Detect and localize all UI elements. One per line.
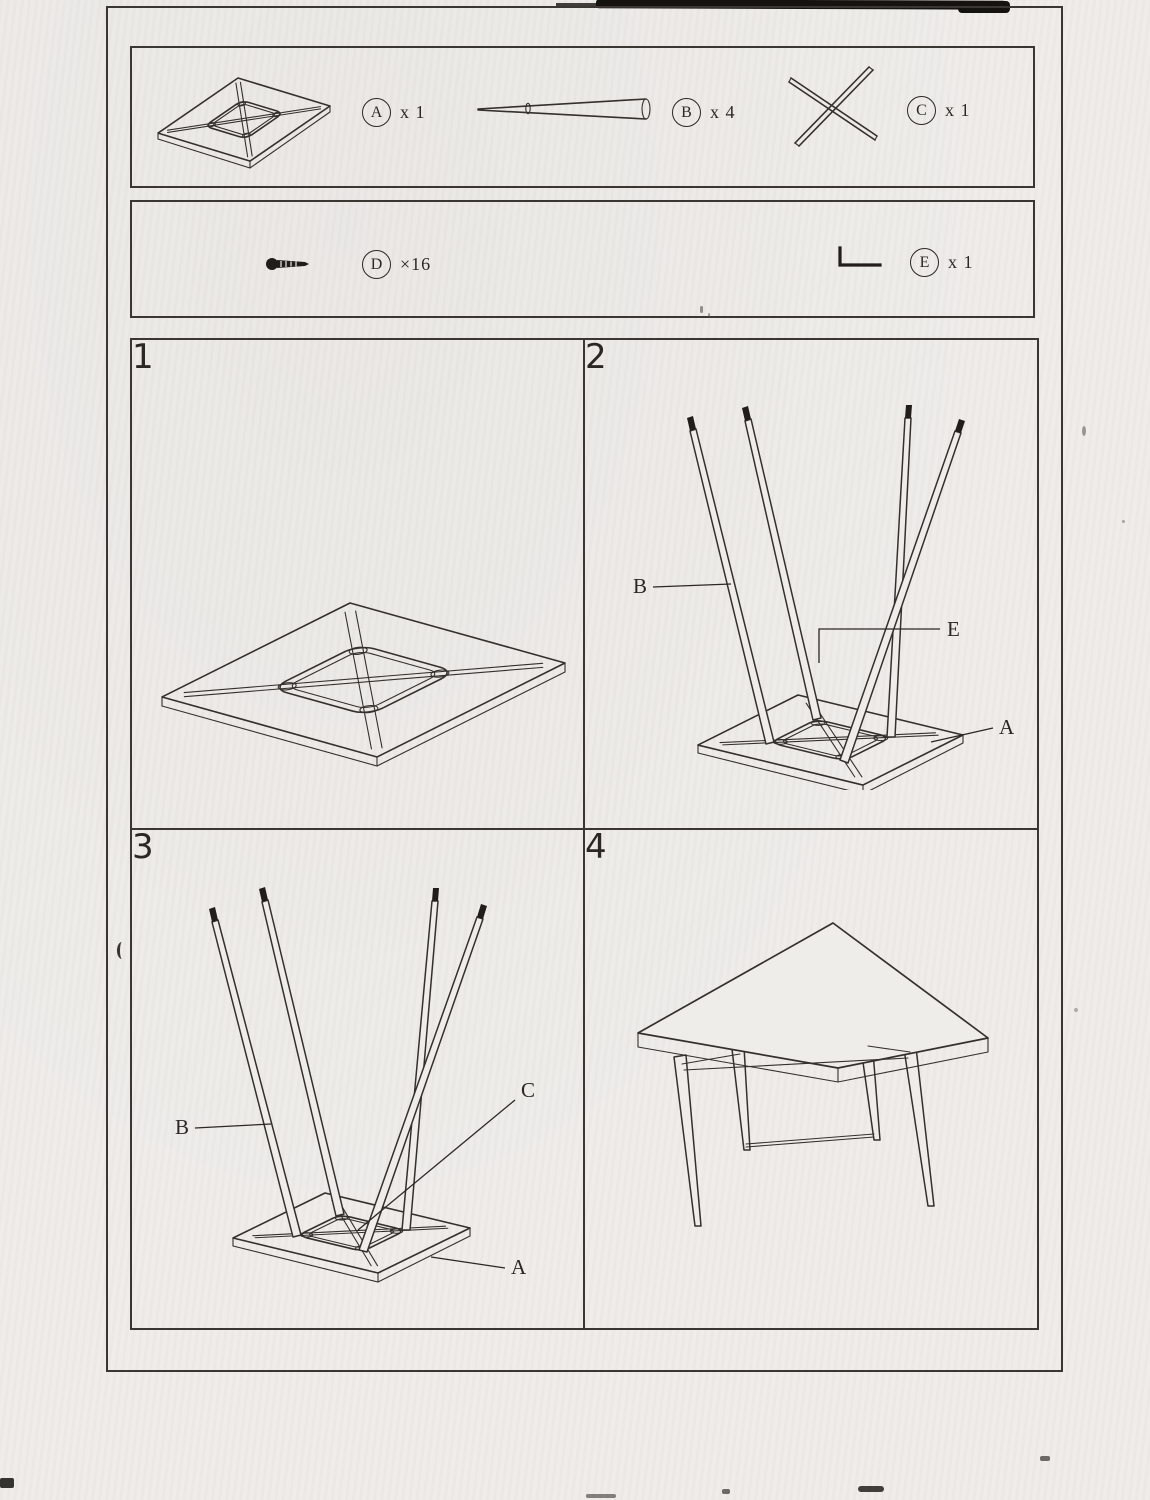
step-2-number: 2 xyxy=(585,337,607,377)
scan-smudge-bottom-3 xyxy=(722,1489,730,1494)
leader-line-c xyxy=(357,1099,516,1231)
part-qty-e: x 1 xyxy=(948,252,974,272)
step-2-drawing: B E A xyxy=(633,405,1015,790)
part-entry-d: D ×16 xyxy=(362,250,431,279)
part-entry-e: E x 1 xyxy=(910,248,974,277)
part-letter-c: C xyxy=(907,96,936,125)
scan-smudge-bottom-2 xyxy=(1040,1456,1050,1461)
step-2-panel: 2 xyxy=(585,340,1037,830)
part-entry-a: A x 1 xyxy=(362,98,426,127)
step-3-panel: 3 xyxy=(132,830,585,1328)
step-1-number: 1 xyxy=(132,337,154,377)
part-qty-b: x 4 xyxy=(710,102,736,122)
step-3-label-a: A xyxy=(511,1255,527,1279)
scan-speck xyxy=(700,306,703,313)
leader-line-a xyxy=(930,727,994,743)
step-2-label-a: A xyxy=(999,715,1015,739)
scan-speck xyxy=(1122,520,1125,523)
part-qty-d: ×16 xyxy=(400,254,432,274)
step-2-label-e: E xyxy=(947,617,960,641)
scan-speck xyxy=(1074,1008,1078,1012)
parts-box-1: A x 1 B x 4 C x 1 xyxy=(130,46,1035,188)
scan-smudge-top-3 xyxy=(556,3,600,7)
step-4-panel: 4 xyxy=(585,830,1037,1328)
part-entry-c: C x 1 xyxy=(907,96,971,125)
leader-line-e xyxy=(818,628,940,663)
step-3-number: 3 xyxy=(132,827,154,867)
step-4-legs xyxy=(673,1038,935,1227)
step-3-legs xyxy=(209,887,487,1253)
cross-brace-icon xyxy=(788,66,878,147)
scan-mark-left-margin xyxy=(117,942,127,959)
scan-smudge-bottom-4 xyxy=(586,1494,616,1498)
parts-box-2: D ×16 E x 1 xyxy=(130,200,1035,318)
allen-key-icon xyxy=(838,246,882,267)
step-4-drawing xyxy=(637,922,989,1227)
part-entry-b: B x 4 xyxy=(672,98,736,127)
part-letter-b: B xyxy=(672,98,701,127)
scan-speck xyxy=(708,313,710,317)
part-letter-e: E xyxy=(910,248,939,277)
step-1-panel: 1 xyxy=(132,340,585,830)
step-3-label-c: C xyxy=(521,1078,535,1102)
step-2-legs xyxy=(687,405,965,764)
steps-grid: 1 2 xyxy=(130,338,1039,1330)
leader-line-a xyxy=(430,1256,506,1269)
step-2-label-b: B xyxy=(633,574,647,598)
step-4-number: 4 xyxy=(585,827,607,867)
part-qty-a: x 1 xyxy=(400,102,426,122)
scan-speck xyxy=(1082,426,1086,436)
part-letter-a: A xyxy=(362,98,391,127)
step-3-drawing: B C A xyxy=(175,887,535,1283)
table-leg-icon xyxy=(477,98,651,120)
step-1-drawing xyxy=(150,545,580,767)
leader-line-b xyxy=(194,1123,272,1129)
scan-smudge-bottom-1 xyxy=(858,1486,884,1492)
leader-line-b xyxy=(652,583,732,588)
step-3-label-b: B xyxy=(175,1115,189,1139)
tabletop-icon xyxy=(157,58,331,169)
part-letter-d: D xyxy=(362,250,391,279)
part-qty-c: x 1 xyxy=(945,100,971,120)
screw-icon xyxy=(266,258,309,270)
scan-smudge-bottom-left xyxy=(0,1478,14,1488)
outer-border-frame xyxy=(106,6,1063,1372)
